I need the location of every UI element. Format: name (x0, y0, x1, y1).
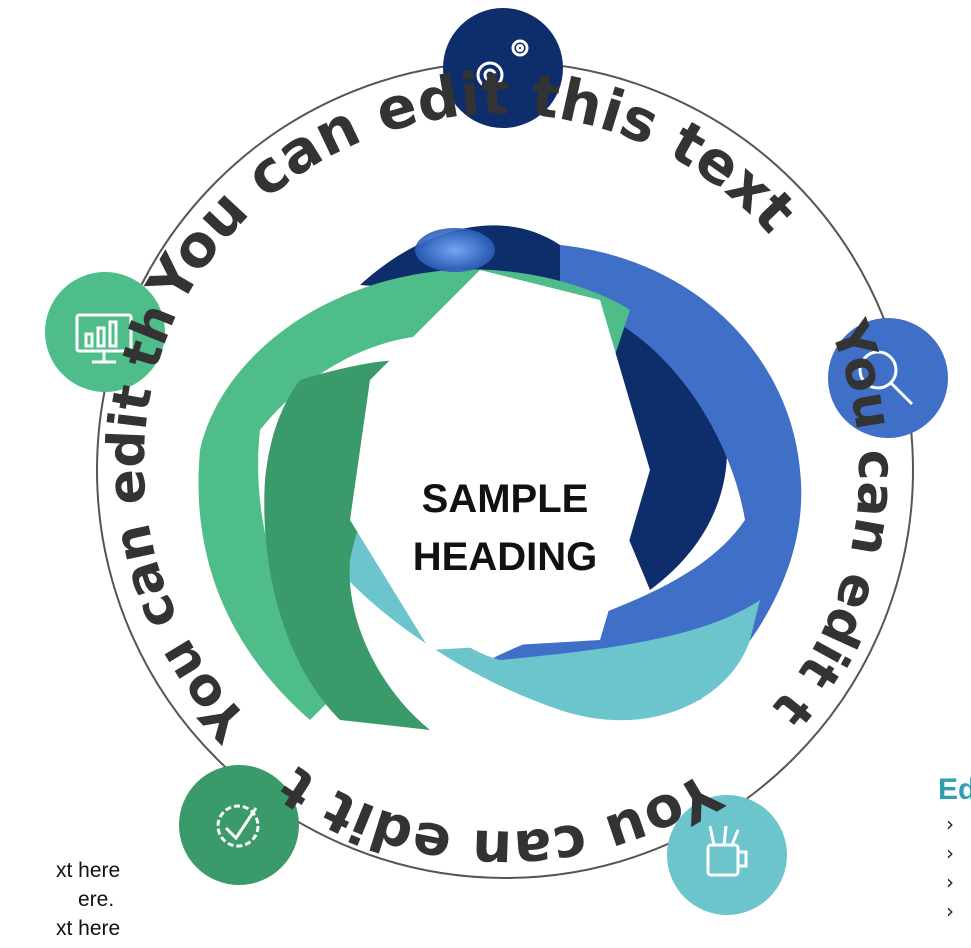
icon-node-top (443, 8, 563, 128)
bullet-chevron-2: › (946, 841, 954, 865)
ring-text-left-path: You can edit this text (0, 0, 260, 753)
left-text-line-2: ere. (78, 888, 115, 911)
left-text-line-3: xt here. (56, 917, 120, 940)
heading-line-2: HEADING (412, 535, 598, 579)
gear-check-icon (216, 804, 260, 848)
center-heading: SAMPLE HEADING (360, 470, 650, 586)
bullet-chevron-4: › (946, 899, 954, 923)
icon-node-right (828, 318, 948, 438)
ribbon-highlight (415, 228, 495, 272)
right-panel-title: Ed (938, 773, 971, 806)
icon-node-bottom-left (179, 765, 299, 885)
gears-icon (476, 39, 529, 89)
left-text-block: xt here. ere. xt here. (0, 856, 120, 943)
ribbon-dark-green (264, 360, 440, 730)
left-text-line-1: xt here. (56, 859, 120, 882)
magnifier-icon (858, 350, 914, 406)
ring-text-left: You can edit this text (0, 0, 260, 753)
right-panel: Ed › › › › (938, 770, 971, 926)
monitor-chart-icon (75, 313, 133, 364)
tools-cup-icon (706, 825, 748, 877)
icon-node-bottom-right (667, 795, 787, 915)
bullet-chevron-3: › (946, 870, 954, 894)
icon-node-left (45, 272, 165, 392)
heading-line-1: SAMPLE (421, 477, 589, 521)
bullet-chevron-1: › (946, 812, 954, 836)
ribbon-blue (480, 245, 802, 700)
center-pentagon (350, 270, 650, 650)
ribbon-teal (330, 500, 760, 721)
